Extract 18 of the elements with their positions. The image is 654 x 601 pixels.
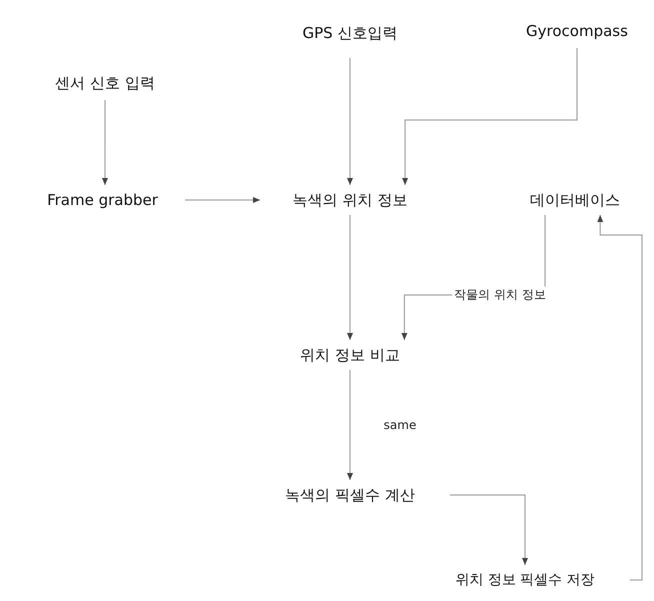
step-label: GPS 신호입력 [302, 24, 398, 42]
arrow [597, 214, 642, 580]
arrow [347, 370, 353, 480]
step-label: 데이터베이스 [530, 190, 620, 210]
arrow [347, 214, 353, 340]
step-label: Frame grabber [47, 191, 158, 209]
step-label: 녹색의 위치 정보 [292, 190, 408, 210]
step-label: Gyrocompass [526, 22, 628, 40]
arrow [102, 100, 108, 186]
step-label: 위치 정보 픽셀수 저장 [455, 571, 595, 589]
edge-label: 작물의 위치 정보 [452, 286, 548, 304]
arrow [402, 48, 578, 186]
step-label: 센서 신호 입력 [55, 74, 155, 92]
arrow [450, 494, 528, 566]
arrow [184, 197, 260, 203]
step-label: 위치 정보 비교 [300, 346, 400, 364]
arrow [347, 58, 353, 186]
step-label: 녹색의 픽셀수 계산 [285, 486, 415, 504]
